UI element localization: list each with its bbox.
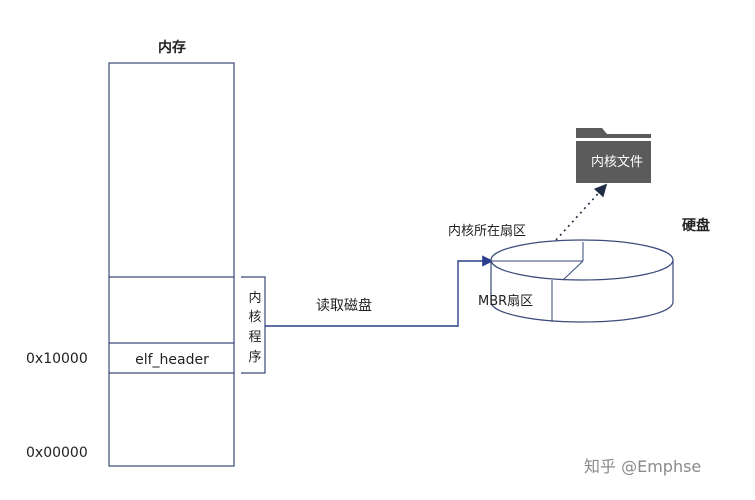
- kernel-bracket-char-3: 程: [248, 330, 261, 345]
- disk-title: 硬盘: [682, 217, 710, 234]
- kernel-bracket-char-2: 核: [248, 310, 261, 325]
- kernel-sector-label: 内核所在扇区: [448, 223, 526, 239]
- watermark: 知乎 @Emphse: [584, 457, 701, 476]
- address-0x00000: 0x00000: [26, 445, 88, 461]
- mbr-sector-label: MBR扇区: [478, 293, 533, 309]
- address-0x10000: 0x10000: [26, 351, 88, 367]
- kernel-bracket-char-4: 序: [248, 350, 261, 365]
- elf-header-label: elf_header: [135, 352, 209, 368]
- disk-cylinder: [490, 239, 674, 323]
- folder-icon: [576, 128, 651, 183]
- folder-label: 内核文件: [591, 154, 643, 170]
- kernel-file-dotted-arrow: [555, 183, 608, 241]
- kernel-bracket-char-1: 内: [248, 290, 261, 306]
- read-disk-label: 读取磁盘: [316, 297, 372, 314]
- read-disk-arrow: [265, 255, 494, 327]
- kernel-program-bracket: [241, 276, 266, 374]
- memory-block: [108, 62, 235, 467]
- memory-title: 内存: [158, 39, 186, 56]
